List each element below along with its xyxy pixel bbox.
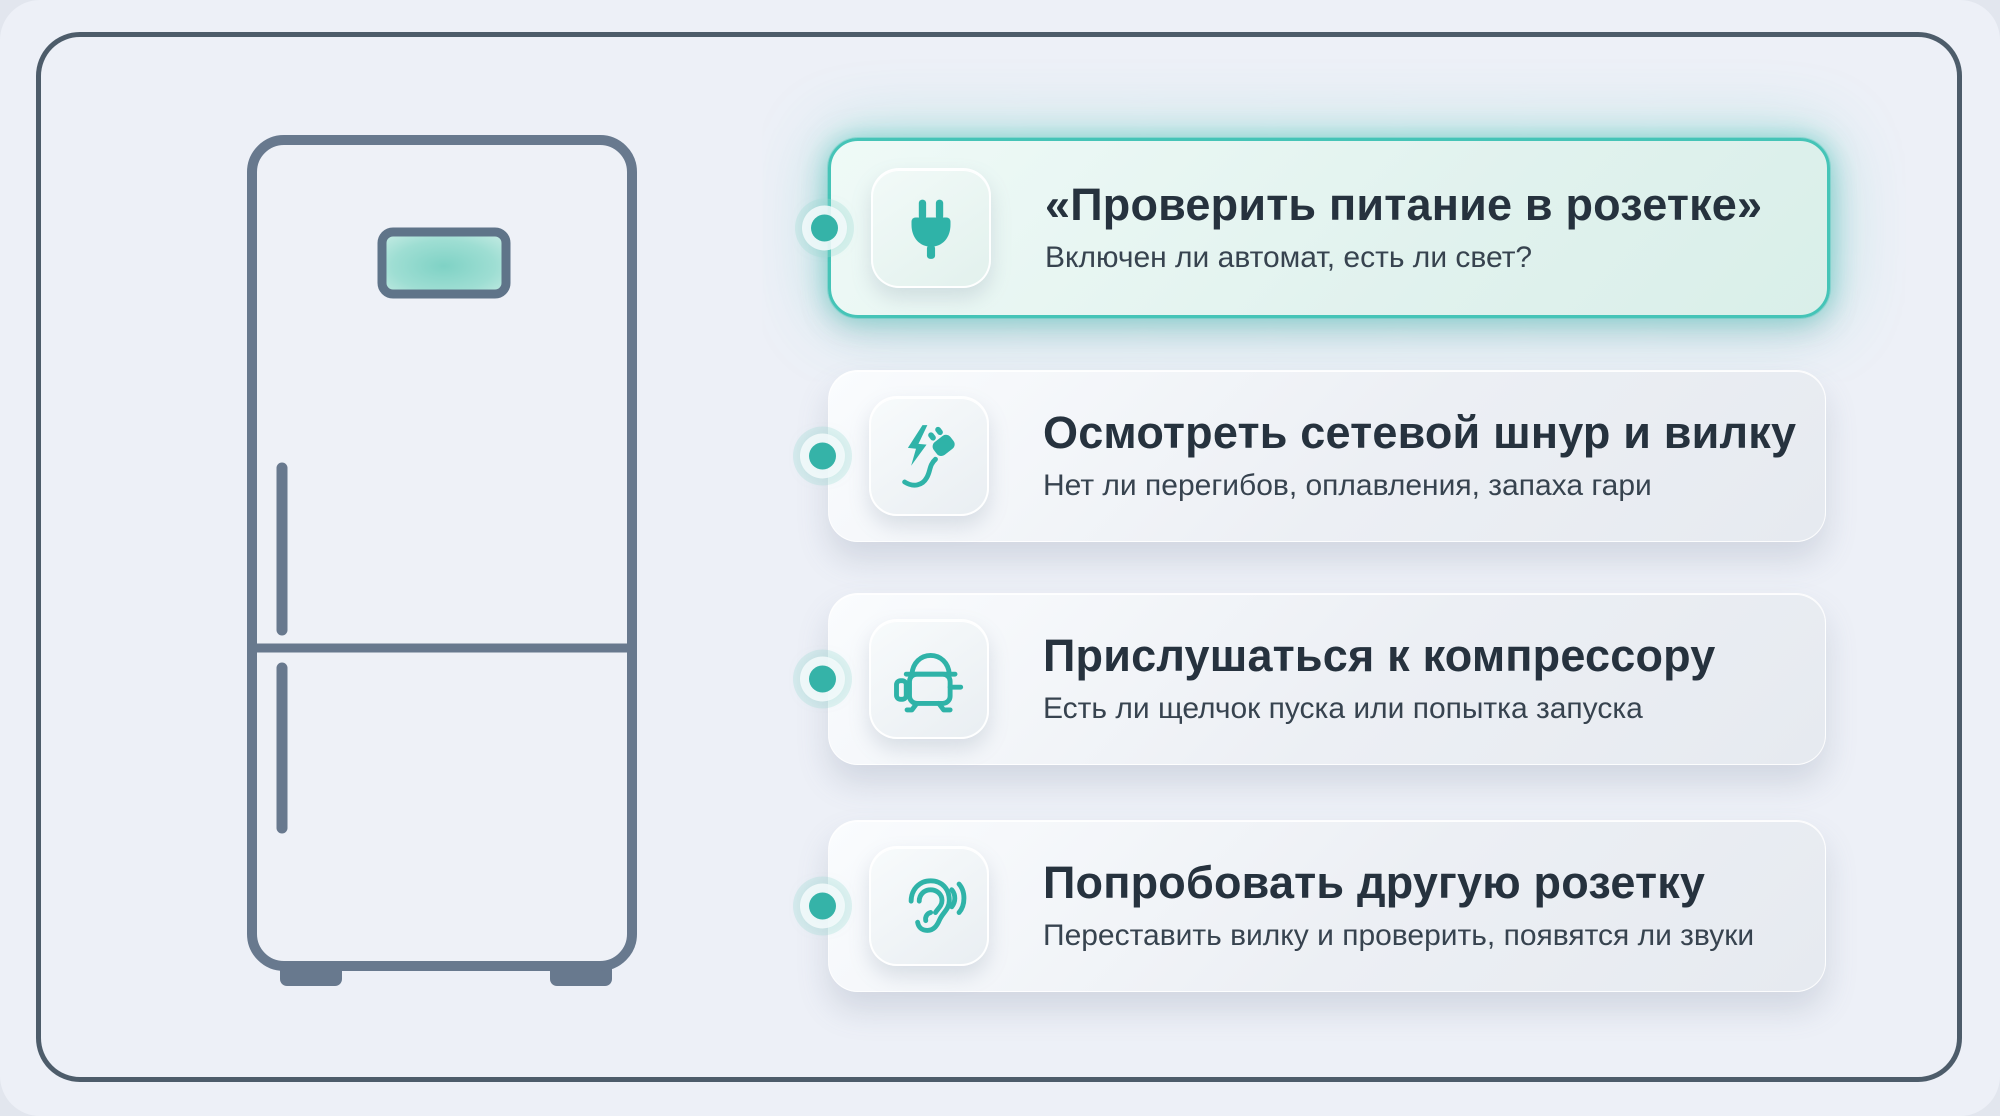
- step-title: Осмотреть сетевой шнур и вилку: [1043, 407, 1797, 459]
- step-subtitle: Есть ли щелчок пуска или попытка запуска: [1043, 692, 1643, 726]
- display-panel: [377, 227, 511, 299]
- refrigerator-outline-icon: [247, 135, 637, 986]
- power-plug-icon: [911, 199, 951, 259]
- ear-listening-icon: [908, 878, 967, 933]
- step-icon-tile: [869, 396, 989, 516]
- fridge-illustration: [232, 128, 652, 1008]
- step-title: «Проверить питание в розетке»: [1045, 179, 1763, 231]
- step-icon-tile: [871, 168, 991, 288]
- step-bullet-dot: [811, 214, 838, 242]
- step-card-2: Осмотреть сетевой шнур и вилку Нет ли пе…: [809, 370, 1826, 542]
- step-title: Попробовать другую розетку: [1043, 857, 1706, 909]
- step-icon-tile: [869, 846, 989, 966]
- step-icon-tile: [869, 619, 989, 739]
- step-subtitle: Переставить вилку и проверить, появятся …: [1043, 919, 1755, 953]
- step-card-4: Попробовать другую розетку Переставить в…: [809, 820, 1826, 992]
- step-title: Прислушаться к компрессору: [1043, 630, 1716, 682]
- step-subtitle: Включен ли автомат, есть ли свет?: [1045, 241, 1533, 275]
- step-bullet-dot: [809, 892, 836, 920]
- step-bullet-dot: [809, 442, 836, 470]
- fridge-body: [247, 135, 637, 971]
- step-card-1: «Проверить питание в розетке» Включен ли…: [811, 138, 1830, 318]
- step-subtitle: Нет ли перегибов, оплавления, запаха гар…: [1043, 469, 1652, 503]
- damaged-cord-plug-icon: [902, 425, 955, 488]
- step-card-3: Прислушаться к компрессору Есть ли щелчо…: [809, 593, 1826, 765]
- compressor-icon: [894, 653, 964, 713]
- step-bullet-dot: [809, 665, 836, 693]
